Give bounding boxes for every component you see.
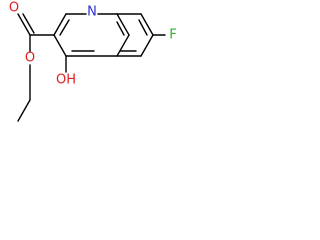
bond-c8-c7 bbox=[140, 13, 154, 36]
bond-c8a-c8 bbox=[116, 13, 130, 36]
fluorine-atom-label: F bbox=[169, 28, 176, 43]
bond-ch2-ch3 bbox=[17, 99, 31, 122]
bond-c3-c4 bbox=[53, 34, 67, 57]
nitrogen-atom-label: N bbox=[87, 5, 97, 20]
bond-carbonyl-o-double-1 bbox=[17, 13, 31, 36]
bond-c7-c6 bbox=[140, 34, 154, 57]
bond-c8-c7-inner bbox=[138, 19, 148, 36]
bond-c8a-inner bbox=[116, 21, 125, 36]
bond-c4a-c8a bbox=[116, 34, 130, 57]
hydroxyl-label: OH bbox=[56, 73, 76, 88]
bond-c2-c3 bbox=[53, 13, 67, 36]
ester-oxygen-label: O bbox=[25, 51, 35, 66]
bond-carbonyl-o-double-2 bbox=[22, 13, 35, 34]
bond-c2-c3-inner bbox=[59, 19, 70, 36]
molecule-drawing: N F O O OH bbox=[9, 1, 177, 122]
structure-diagram: N F O O OH bbox=[0, 0, 184, 148]
carbonyl-oxygen-label: O bbox=[9, 1, 19, 16]
